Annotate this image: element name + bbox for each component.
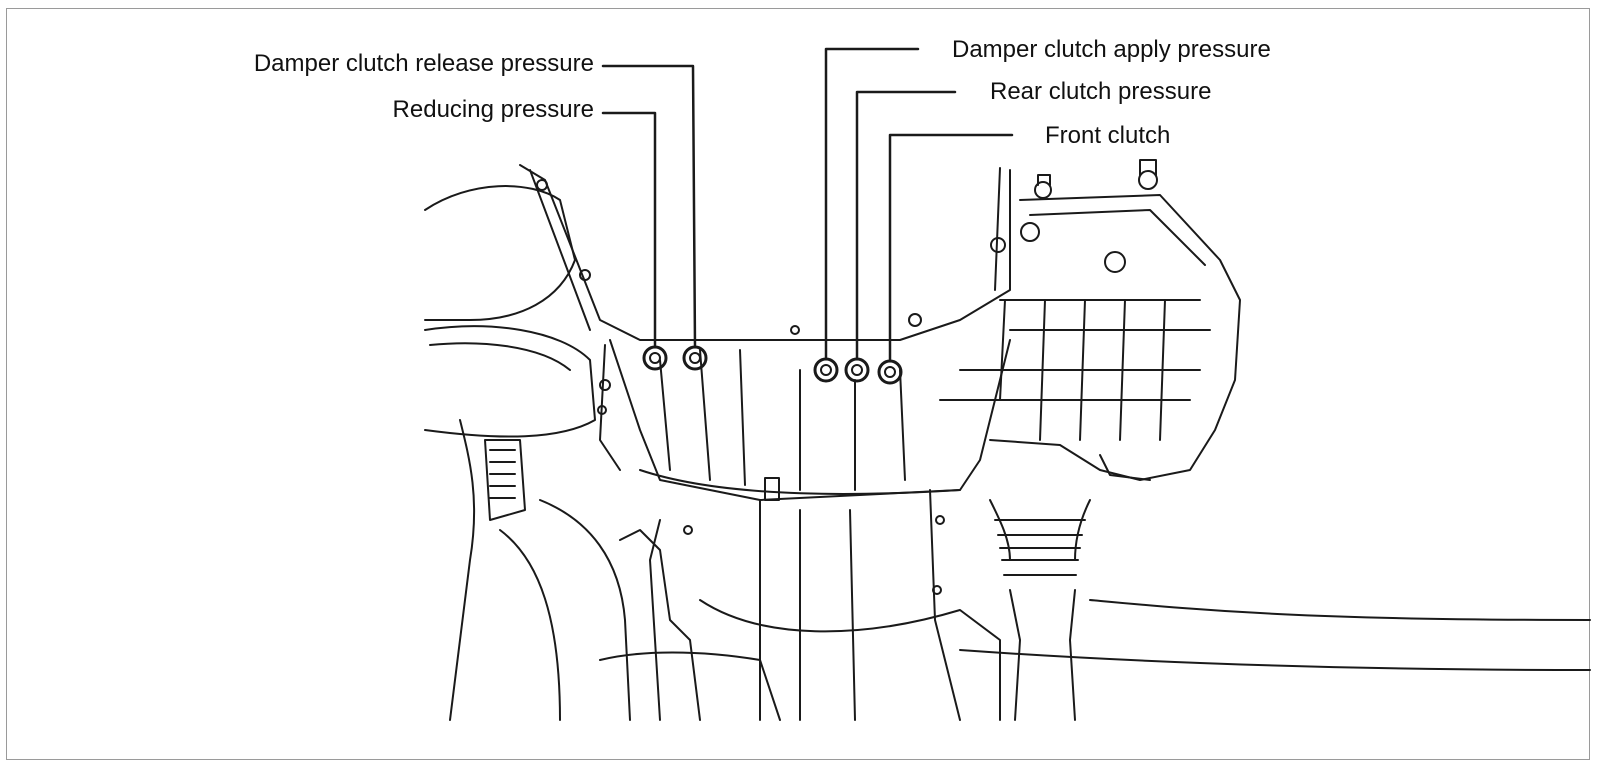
port-damper-release-icon: [682, 345, 708, 371]
bell-housing: [519, 164, 1040, 341]
leader-rear-clutch: [855, 90, 957, 361]
pressure-ports: [642, 345, 903, 385]
transfer-case: [939, 159, 1241, 481]
oil-pan: [599, 489, 1001, 721]
figure-frame: [6, 8, 1590, 760]
driveshaft-boot: [959, 499, 1591, 721]
label-damper-clutch-apply: Damper clutch apply pressure: [952, 36, 1271, 63]
engine-block-left: [424, 185, 631, 721]
port-damper-apply-icon: [813, 357, 839, 383]
port-front-clutch-icon: [877, 359, 903, 385]
leader-lines: [601, 47, 1014, 363]
label-rear-clutch-pressure: Rear clutch pressure: [990, 78, 1212, 105]
label-damper-clutch-release: Damper clutch release pressure: [253, 50, 594, 77]
leader-front-clutch: [888, 133, 1014, 363]
transmission-case: [597, 339, 1011, 501]
port-reducing-icon: [642, 345, 668, 371]
leader-damper-release: [601, 64, 697, 349]
label-front-clutch: Front clutch: [1045, 122, 1171, 149]
label-reducing-pressure: Reducing pressure: [392, 96, 594, 123]
port-rear-clutch-icon: [844, 357, 870, 383]
leader-damper-apply: [824, 47, 920, 361]
leader-reducing: [601, 111, 657, 349]
